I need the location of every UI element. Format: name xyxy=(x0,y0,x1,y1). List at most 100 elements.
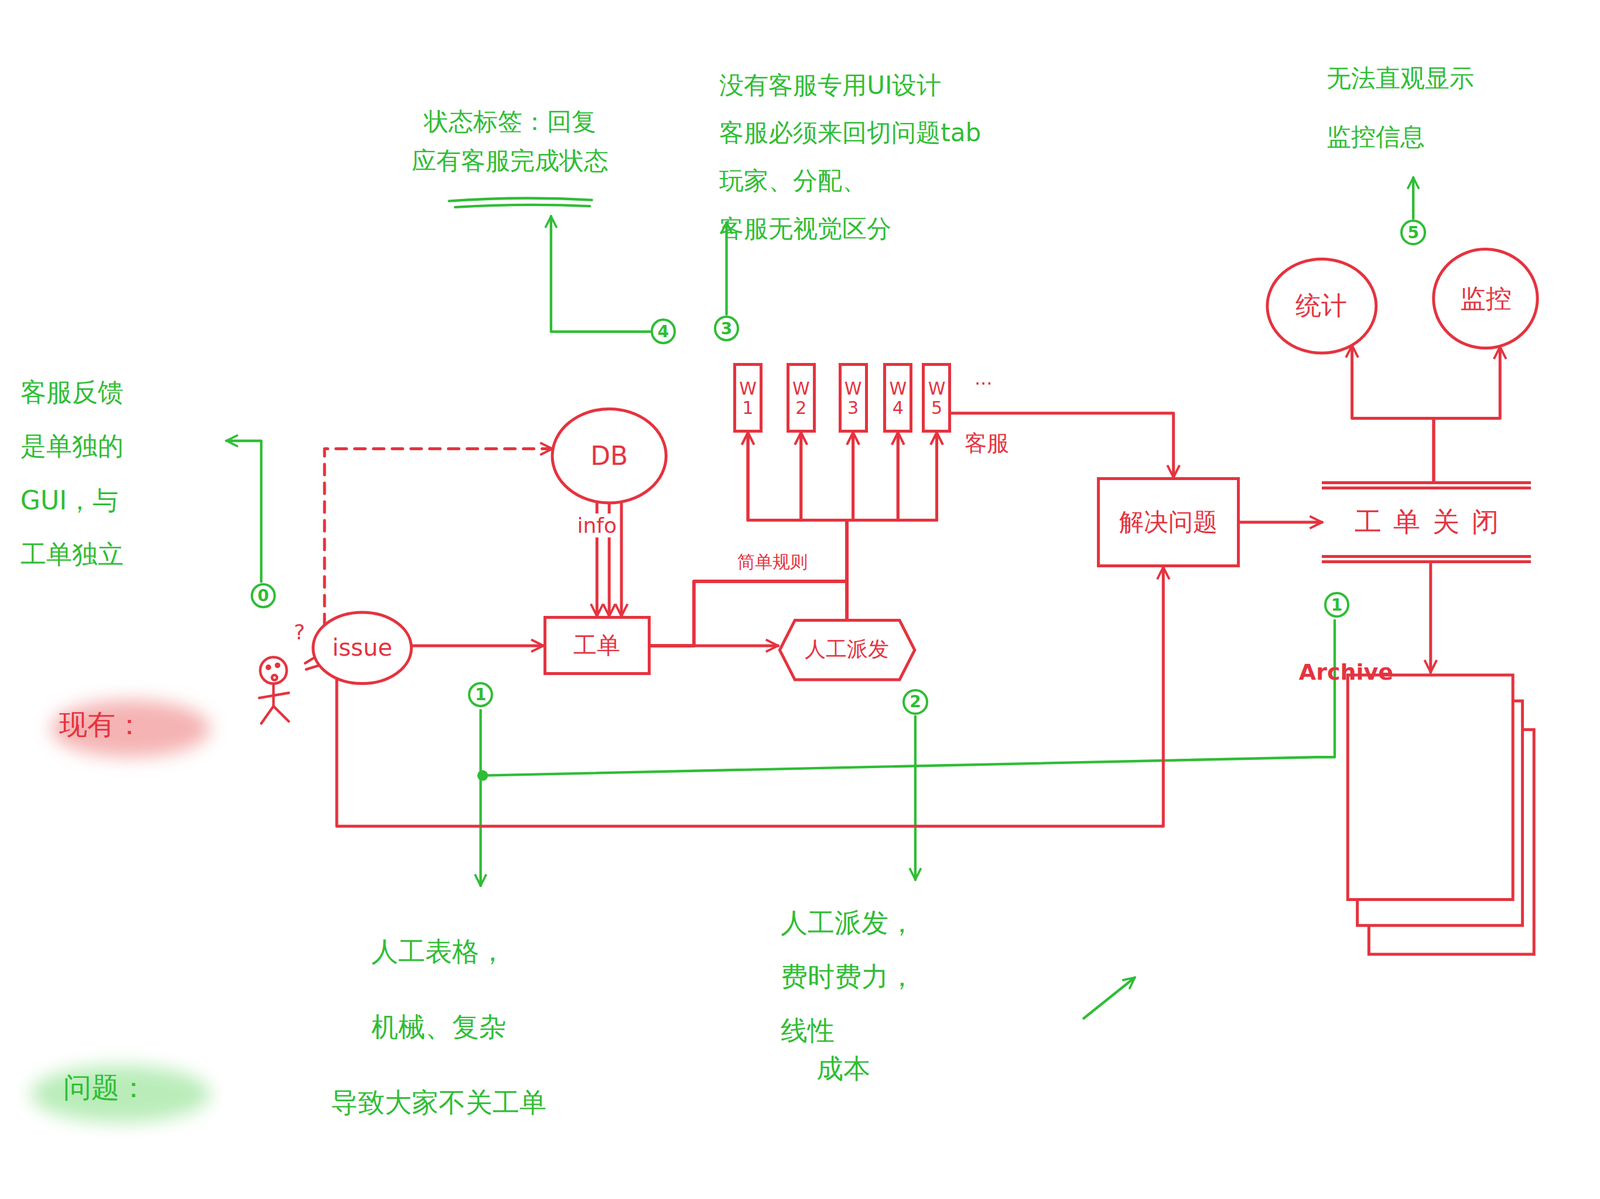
outline-part xyxy=(1433,249,1538,349)
dispatch-hexagon: 人工派发 xyxy=(778,619,916,682)
connector xyxy=(1430,563,1431,673)
node-text: 统计 xyxy=(1295,288,1347,324)
node-label: W1 xyxy=(739,378,757,418)
connector xyxy=(650,432,847,646)
node-text: 解决问题 xyxy=(1119,506,1218,539)
connector xyxy=(324,449,553,626)
connector xyxy=(846,432,937,620)
node-label: W2 xyxy=(792,378,810,418)
note-text: 没有客服专用UI设计 客服必须来回切问题tab 玩家、分配、客服无视觉区分 xyxy=(719,61,981,254)
node-text: W1 xyxy=(739,378,757,418)
edge-label: 简单规则 xyxy=(734,550,810,575)
node-label: 统计 xyxy=(1295,288,1347,324)
problem-text: 人工派发， 费时费力，线性 xyxy=(780,896,916,1058)
node-text: 人工派发 xyxy=(804,635,890,665)
connector xyxy=(846,432,898,620)
issue-ellipse: issue xyxy=(311,611,413,685)
node-text: W4 xyxy=(889,378,907,418)
node-label: 解决问题 xyxy=(1119,506,1218,539)
edge-label: info xyxy=(575,513,620,538)
node-label: W3 xyxy=(844,378,863,418)
connector-line xyxy=(747,432,847,620)
node-text: W5 xyxy=(927,378,946,418)
process-box: 解决问题 xyxy=(1096,477,1240,567)
archive-stack: Archive xyxy=(1345,672,1538,961)
callout-number: 2 xyxy=(902,689,929,716)
connector xyxy=(411,645,544,646)
callout-number: 4 xyxy=(650,318,677,345)
node-label: issue xyxy=(332,634,393,662)
outline-part xyxy=(1266,258,1376,354)
connector xyxy=(1239,522,1322,523)
worker-box: W5 xyxy=(921,363,952,433)
outline-part xyxy=(1348,675,1514,901)
connector xyxy=(801,432,847,620)
node-text: W3 xyxy=(844,378,863,418)
callout-number: 0 xyxy=(250,583,277,610)
connector xyxy=(650,432,899,646)
outline-part xyxy=(313,612,412,685)
outline-part xyxy=(552,409,666,504)
connector-line xyxy=(650,432,847,646)
close-band: 工单关闭 xyxy=(1321,481,1531,563)
callout-number: 1 xyxy=(467,682,494,709)
node-text: 工单关闭 xyxy=(1342,504,1511,541)
node-outline xyxy=(1345,672,1538,961)
stats-circle: 统计 xyxy=(1265,257,1379,355)
node-label: 工单 xyxy=(573,629,621,662)
connector-line xyxy=(1433,346,1500,482)
connector-line xyxy=(846,432,898,620)
connector xyxy=(951,413,1174,478)
database-circle: DB xyxy=(550,407,668,505)
connector-line xyxy=(801,432,847,620)
worker-box: W2 xyxy=(786,363,816,433)
problem-text: 成本 xyxy=(816,1051,871,1088)
node-text: 监控 xyxy=(1460,281,1512,317)
connector-line xyxy=(650,432,847,646)
callout-number: 1 xyxy=(1324,592,1350,618)
callout-number: 5 xyxy=(1400,219,1427,246)
node-label: W4 xyxy=(889,378,907,418)
section-heading: 现有： xyxy=(59,706,144,744)
connector xyxy=(650,432,854,646)
node-label: 工单关闭 xyxy=(1342,504,1511,541)
callout-number: 3 xyxy=(713,315,740,342)
node-text: 工单 xyxy=(573,629,621,662)
worker-box: W3 xyxy=(838,363,868,433)
node-label: W5 xyxy=(927,378,946,418)
worker-box: W4 xyxy=(883,363,913,433)
connector-line xyxy=(1239,521,1322,525)
connector-line xyxy=(846,432,937,620)
connector-line xyxy=(1428,563,1432,673)
node-text: W2 xyxy=(792,378,810,418)
question-mark: ? xyxy=(293,620,306,645)
problem-text: 人工表格， 机械、复杂 导致大家不关工单 xyxy=(330,914,547,1141)
callout-leaders xyxy=(226,177,1414,1019)
monitor-circle: 监控 xyxy=(1431,247,1540,350)
note-text: 无法直观显示 监控信息 xyxy=(1326,49,1475,168)
node-text: Archive xyxy=(1298,659,1394,686)
connector xyxy=(747,432,847,620)
stick-person xyxy=(259,655,320,724)
group-label: 客服 xyxy=(964,428,1010,459)
connector xyxy=(650,432,847,646)
note-text: 状态标签：回复 应有客服完成状态 xyxy=(411,101,609,181)
connector-line xyxy=(324,449,553,626)
note-text: 客服反馈 是单独的 GUI，与 工单独立 xyxy=(20,365,124,583)
ellipsis: ... xyxy=(974,367,993,390)
worker-box: W1 xyxy=(733,363,763,433)
connector-line xyxy=(650,432,854,646)
connector-line xyxy=(650,432,938,646)
highlight-blur xyxy=(50,700,211,758)
connector-line xyxy=(650,432,899,646)
node-label: Archive xyxy=(1298,659,1394,686)
connector-line xyxy=(336,567,1164,827)
connector xyxy=(1433,346,1500,482)
highlight-blur xyxy=(30,1065,211,1124)
process-box: 工单 xyxy=(543,616,651,676)
connector-line xyxy=(411,644,544,648)
connector xyxy=(1352,345,1434,482)
connector xyxy=(336,567,1164,827)
connector-line xyxy=(1352,345,1434,482)
